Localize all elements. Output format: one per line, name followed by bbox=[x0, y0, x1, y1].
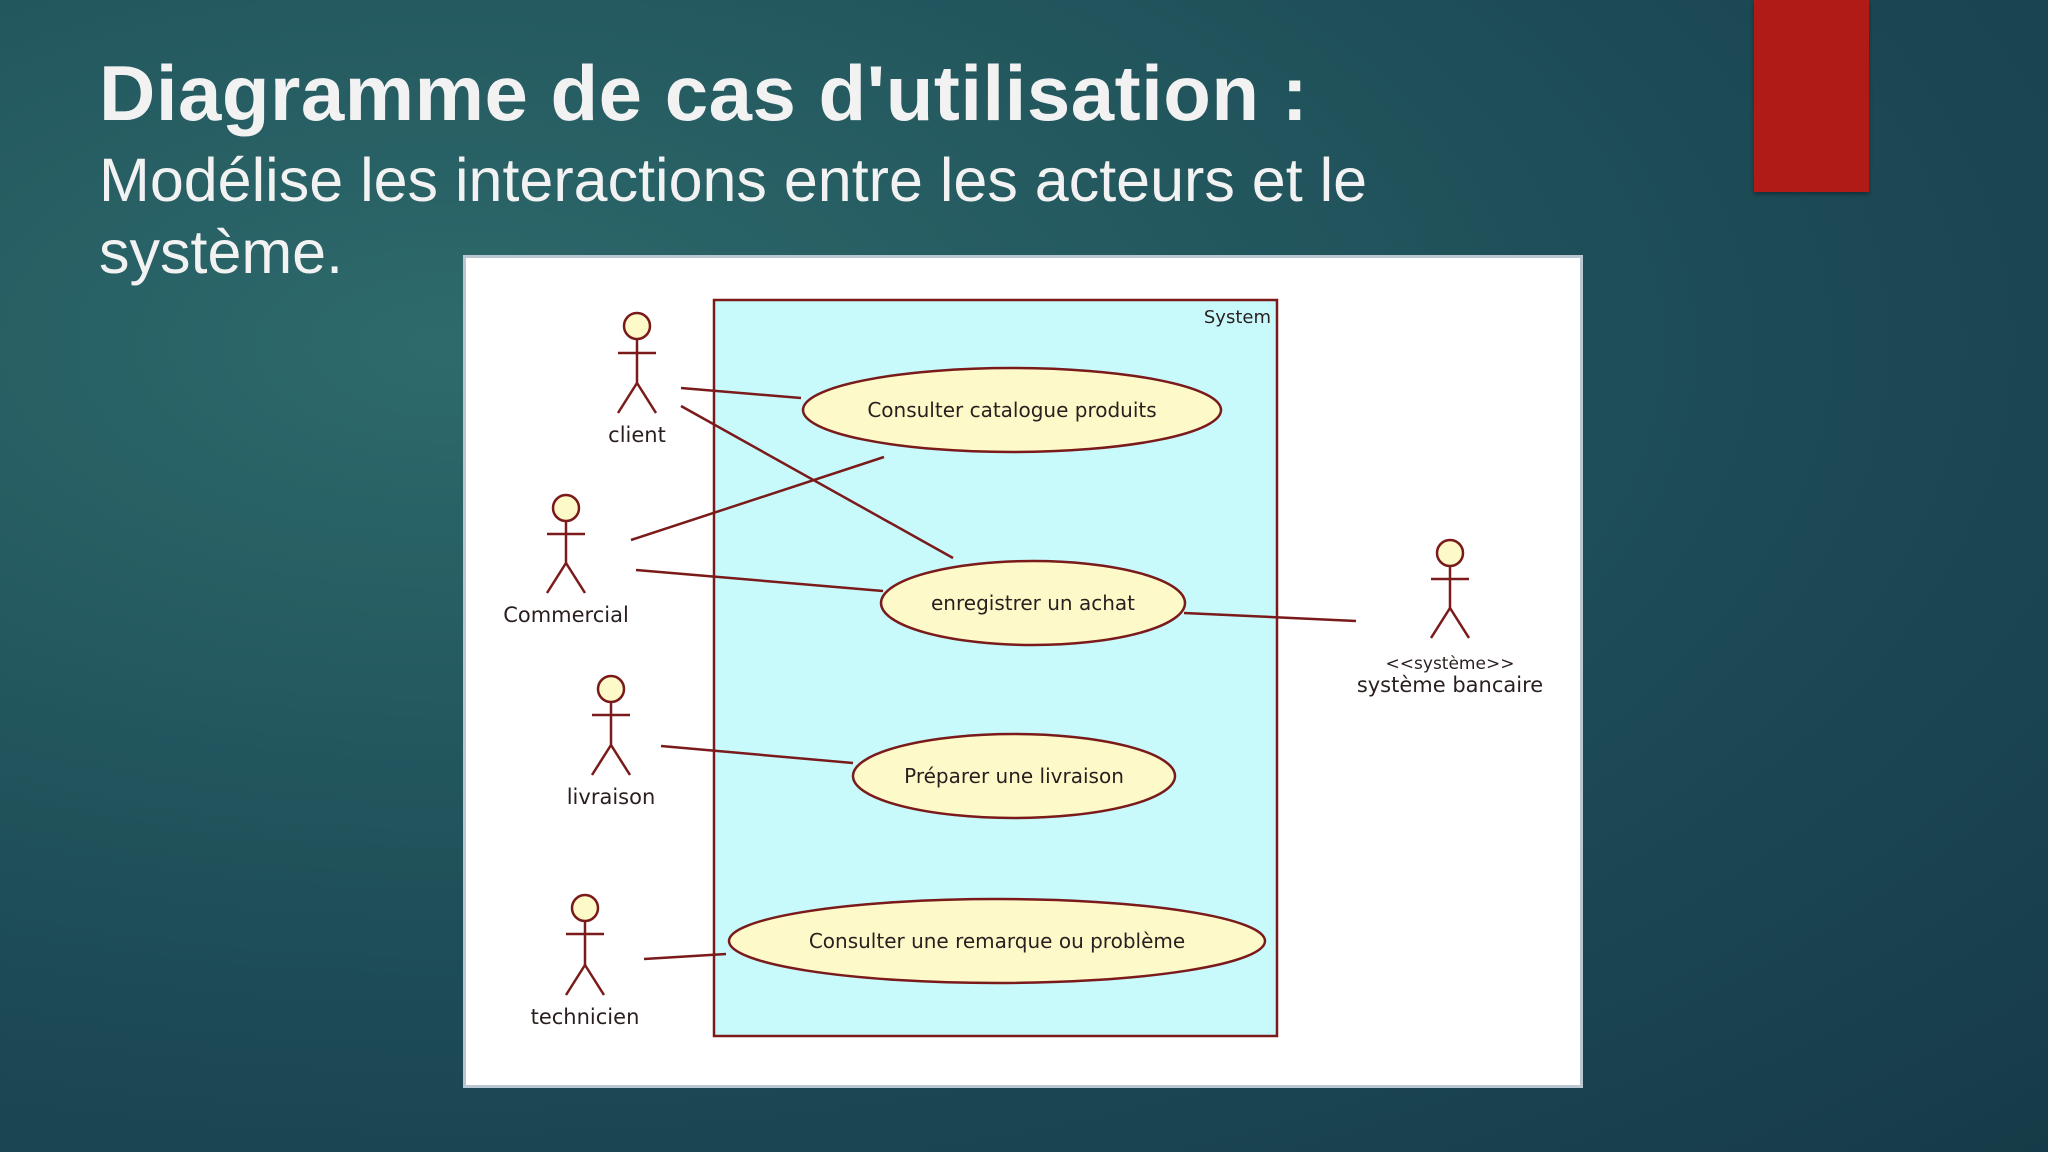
actor-label-livraison: livraison bbox=[567, 785, 656, 809]
actor-systeme-bancaire bbox=[1429, 538, 1471, 639]
use-case-label: Préparer une livraison bbox=[904, 764, 1124, 788]
actor-label-systeme-bancaire: système bancaire bbox=[1357, 673, 1543, 697]
diagram-canvas: System Consulter catalogue produits enre… bbox=[503, 298, 1543, 1038]
association-client-achat bbox=[680, 404, 954, 560]
use-case-diagram: System Consulter catalogue produits enre… bbox=[463, 255, 1583, 1088]
accent-bar bbox=[1754, 0, 1869, 192]
use-case-consulter-catalogue: Consulter catalogue produits bbox=[801, 366, 1223, 454]
actor-commercial bbox=[545, 493, 587, 594]
actor-label-commercial: Commercial bbox=[503, 603, 629, 627]
use-case-preparer-livraison: Préparer une livraison bbox=[851, 732, 1177, 820]
association-commercial-catalogue bbox=[630, 455, 885, 542]
actor-label-technicien: technicien bbox=[531, 1005, 640, 1029]
association-livraison-preparer bbox=[660, 744, 854, 765]
association-technicien-remarque bbox=[643, 952, 727, 961]
use-case-consulter-remarque: Consulter une remarque ou problème bbox=[727, 897, 1267, 985]
actor-technicien bbox=[564, 893, 606, 996]
slide-subtitle: Modélise les interactions entre les acte… bbox=[99, 146, 1368, 286]
association-commercial-achat bbox=[635, 568, 884, 593]
use-case-enregistrer-achat: enregistrer un achat bbox=[879, 559, 1187, 647]
association-client-catalogue bbox=[680, 386, 802, 400]
use-case-label: Consulter une remarque ou problème bbox=[809, 929, 1185, 953]
use-case-label: enregistrer un achat bbox=[931, 591, 1135, 615]
actor-stereotype-systeme-bancaire: <<système>> bbox=[1386, 654, 1515, 674]
use-case-label: Consulter catalogue produits bbox=[867, 398, 1156, 422]
association-bancaire-achat bbox=[1183, 611, 1357, 623]
slide-title: Diagramme de cas d'utilisation : bbox=[99, 49, 1309, 137]
actor-client bbox=[616, 311, 658, 414]
actor-livraison bbox=[590, 674, 632, 776]
system-label: System bbox=[1204, 307, 1271, 328]
actor-label-client: client bbox=[608, 423, 666, 447]
